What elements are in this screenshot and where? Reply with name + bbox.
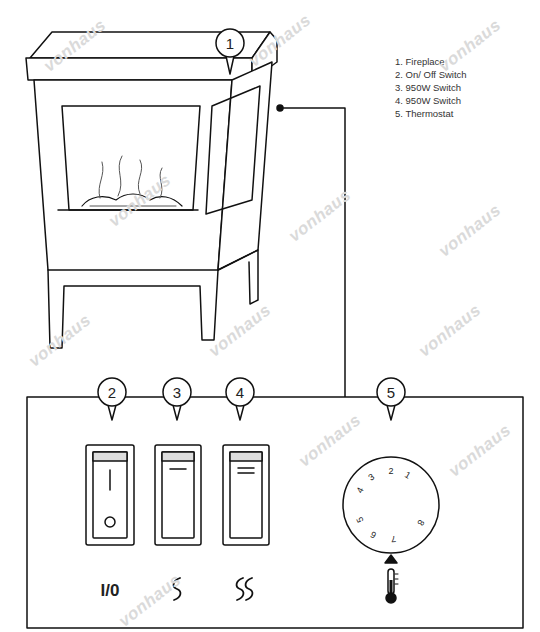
leader-line [280, 108, 345, 397]
legend-text: 3. 950W Switch [395, 83, 461, 93]
dial-number: 5 [355, 515, 365, 523]
control-panel [27, 397, 523, 628]
watermark: vonhaus [26, 311, 94, 370]
heat-switch [155, 445, 201, 545]
legend-text: 2. On/ Off Switch [395, 70, 467, 80]
watermark: vonhaus [286, 186, 354, 245]
watermark: vonhaus [116, 571, 184, 630]
watermark: vonhaus [41, 16, 109, 75]
heat-switch [223, 445, 269, 545]
dial-number: 4 [355, 486, 365, 494]
watermark: vonhaus [446, 421, 514, 480]
callout-number: 3 [173, 385, 181, 400]
thermometer-icon [386, 569, 398, 603]
watermark: vonhaus [416, 301, 484, 360]
watermark: vonhaus [436, 16, 504, 75]
dial-number: 8 [415, 518, 425, 527]
on-off-switch [86, 445, 134, 545]
thermostat-dial [343, 457, 439, 553]
legend-text: 5. Thermostat [395, 109, 453, 119]
watermark: vonhaus [246, 11, 314, 70]
dial-number: 7 [391, 534, 397, 543]
watermark: vonhaus [296, 411, 364, 470]
dial-number: 6 [370, 529, 379, 539]
dial-number: 2 [388, 467, 393, 476]
callout-number: 2 [108, 385, 116, 400]
heat-symbol [174, 578, 253, 600]
callout-number: 4 [236, 385, 244, 400]
dial-number: 1 [404, 470, 413, 480]
callout-circles [98, 29, 405, 420]
switch-symbol: I/0 [101, 582, 120, 599]
callout-number: 1 [226, 36, 234, 51]
watermark: vonhaus [436, 201, 504, 260]
dial-number: 3 [367, 472, 376, 482]
callout-number: 5 [387, 385, 395, 400]
watermark: vonhaus [206, 301, 274, 360]
fireplace-drawing [26, 32, 277, 348]
legend-text: 4. 950W Switch [395, 96, 461, 106]
watermark: vonhaus [106, 171, 174, 230]
dial-pointer [385, 555, 397, 563]
